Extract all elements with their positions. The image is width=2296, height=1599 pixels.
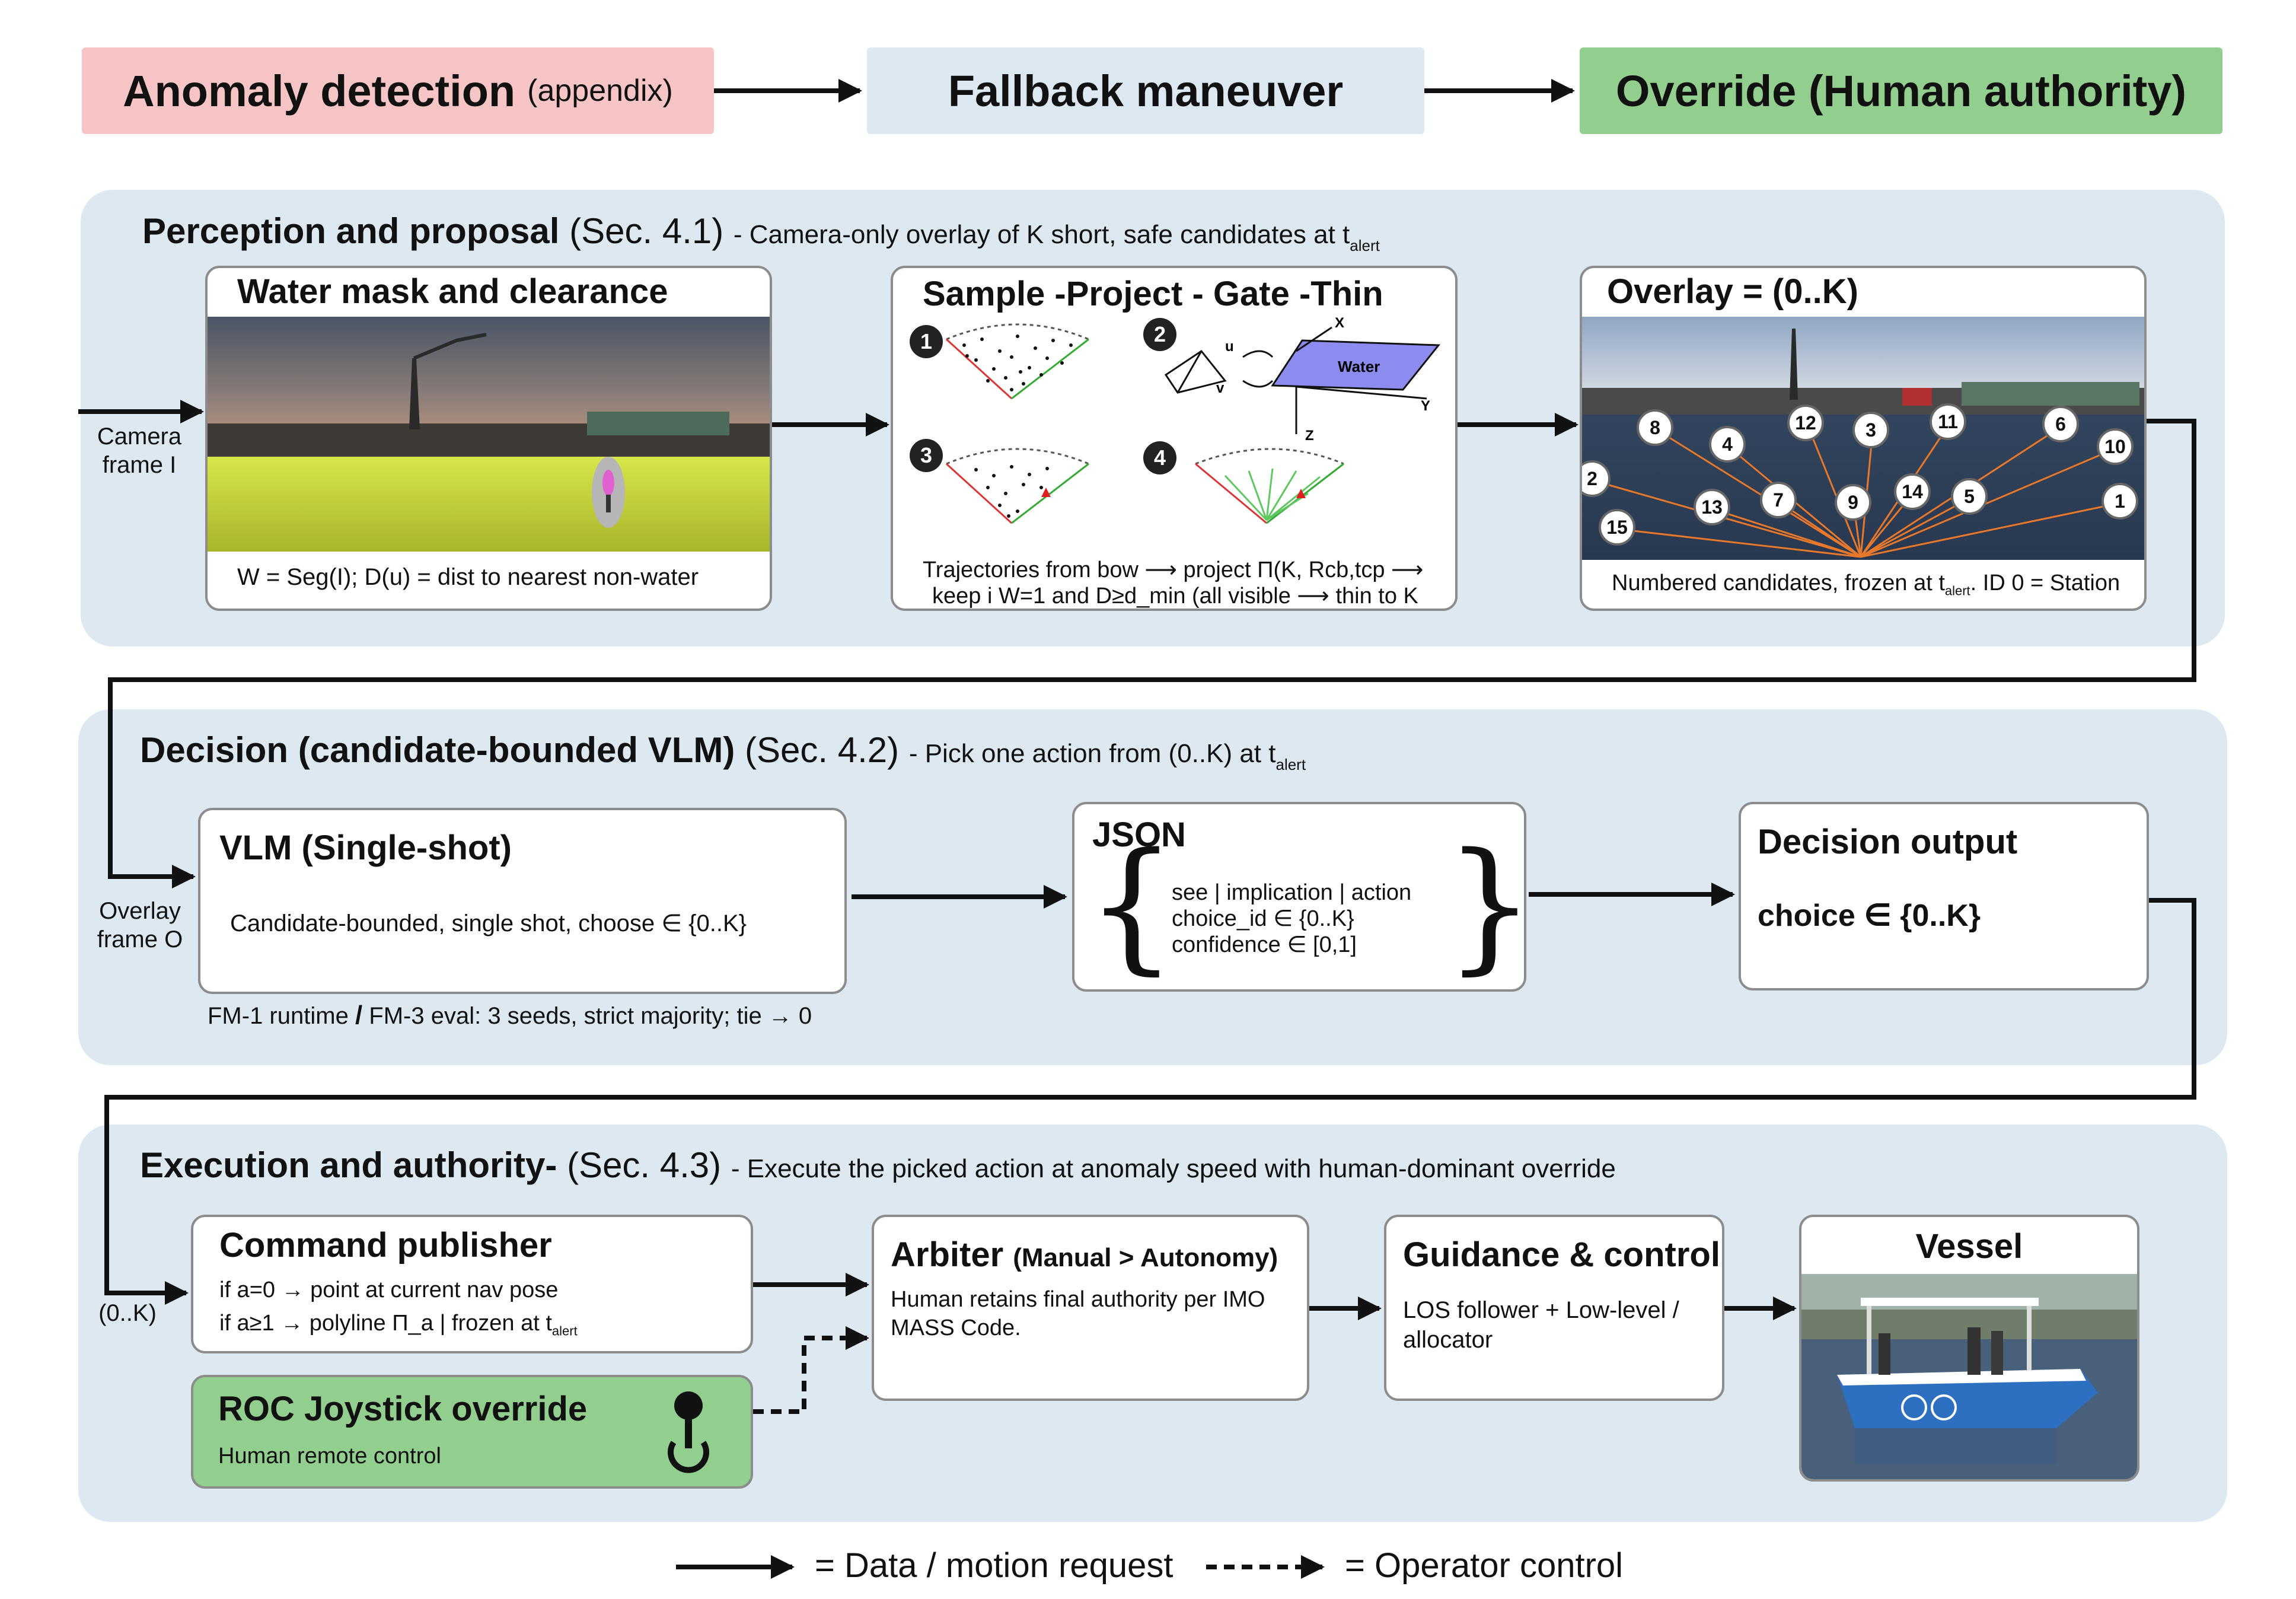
decision-output-text: choice ∈ {0..K} xyxy=(1758,899,1981,933)
override-box: Override (Human authority) xyxy=(1580,47,2222,134)
roc-joystick-text: Human remote control xyxy=(218,1444,441,1469)
candidate-8: 8 xyxy=(1637,409,1673,446)
water-mask-card: Water mask and clearance W = Seg(I); D(u… xyxy=(205,266,772,611)
arbiter-title-note: (Manual > Autonomy) xyxy=(1013,1243,1278,1272)
candidate-12: 12 xyxy=(1787,404,1824,441)
anomaly-detection-note: (appendix) xyxy=(527,74,673,108)
candidate-7: 7 xyxy=(1760,482,1797,518)
arbiter-title: Arbiter (Manual > Autonomy) xyxy=(891,1235,1278,1274)
legend-data: = Data / motion request xyxy=(815,1546,1173,1585)
step-4-badge: 4 xyxy=(1143,441,1176,474)
water-mask-image xyxy=(208,317,770,552)
roc-joystick-card: ROC Joystick override Human remote contr… xyxy=(191,1375,753,1489)
step-1-badge: 1 xyxy=(910,325,943,358)
decision-desc: - Pick one action from (0..K) at t xyxy=(908,739,1276,768)
arbiter-card: Arbiter (Manual > Autonomy) Human retain… xyxy=(872,1215,1309,1401)
candidate-1: 1 xyxy=(2102,483,2138,520)
water-mask-caption: W = Seg(I); D(u) = dist to nearest non-w… xyxy=(237,564,699,590)
vessel-card: Vessel xyxy=(1799,1215,2139,1482)
water-plane-label: Water xyxy=(1338,358,1380,375)
vlm-text: Candidate-bounded, single shot, choose ∈… xyxy=(230,910,747,937)
axis-z-label: Z xyxy=(1305,428,1314,444)
anomaly-detection-box: Anomaly detection (appendix) xyxy=(82,47,714,134)
anomaly-detection-label: Anomaly detection xyxy=(123,66,516,116)
choice-input-label: (0..K) xyxy=(98,1300,157,1326)
perception-desc-sub: alert xyxy=(1350,237,1380,254)
axis-v-label: v xyxy=(1216,380,1224,396)
json-title: JSON xyxy=(1092,816,1186,854)
candidate-6: 6 xyxy=(2042,406,2079,442)
command-publisher-line-2: if a≥1 → polyline Π_a | frozen at talert xyxy=(219,1311,578,1339)
axis-x-label: X xyxy=(1335,316,1344,331)
sampling-fans-diagram: u v Water X Y Z xyxy=(945,316,1441,524)
execution-desc: - Execute the picked action at anomaly s… xyxy=(731,1154,1616,1183)
json-line-3: confidence ∈ [0,1] xyxy=(1172,932,1357,957)
decision-desc-sub: alert xyxy=(1275,756,1306,773)
perception-desc: - Camera-only overlay of K short, safe c… xyxy=(733,220,1350,249)
candidate-11: 11 xyxy=(1930,403,1966,440)
sample-project-title: Sample -Project - Gate -Thin xyxy=(923,275,1383,313)
step-2-badge: 2 xyxy=(1143,318,1176,351)
command-publisher-line-1: if a=0 → point at current nav pose xyxy=(219,1278,559,1302)
sample-caption-1: Trajectories from bow ⟶ project Π(K, Rcb… xyxy=(923,558,1424,582)
decision-output-title: Decision output xyxy=(1758,823,2018,861)
json-close-brace: } xyxy=(1444,822,1526,988)
perception-sec: (Sec. 4.1) xyxy=(569,211,724,251)
command-publisher-title: Command publisher xyxy=(219,1226,552,1264)
fallback-maneuver-label: Fallback maneuver xyxy=(948,66,1344,116)
sample-project-card: Sample -Project - Gate -Thin 1 2 3 4 u v… xyxy=(891,266,1458,611)
roc-joystick-title: ROC Joystick override xyxy=(218,1390,588,1428)
decision-output-card: Decision output choice ∈ {0..K} xyxy=(1739,802,2149,990)
command-publisher-card: Command publisher if a=0 → point at curr… xyxy=(191,1215,753,1353)
vlm-card: VLM (Single-shot) Candidate-bounded, sin… xyxy=(198,808,847,994)
candidate-14: 14 xyxy=(1894,473,1931,510)
joystick-icon xyxy=(668,1391,709,1473)
overlay-title: Overlay = (0..K) xyxy=(1607,272,1858,311)
step-3-badge: 3 xyxy=(910,439,943,472)
camera-frame-label: Camera frame I xyxy=(97,423,182,478)
json-line-2: choice_id ∈ {0..K} xyxy=(1172,906,1354,931)
guidance-title: Guidance & control xyxy=(1403,1235,1720,1274)
execution-title: Execution and authority- (Sec. 4.3) - Ex… xyxy=(140,1145,1616,1185)
candidate-15: 15 xyxy=(1599,509,1635,546)
candidate-2: 2 xyxy=(1582,460,1611,497)
decision-sec: (Sec. 4.2) xyxy=(745,730,900,770)
vessel-title: Vessel xyxy=(1915,1227,2023,1266)
legend-operator: = Operator control xyxy=(1345,1546,1624,1585)
vlm-title: VLM (Single-shot) xyxy=(219,829,512,867)
overlay-frame-label: Overlay frame O xyxy=(97,898,183,953)
arbiter-text: Human retains final authority per IMO MA… xyxy=(891,1287,1265,1340)
json-card: JSON { } see | implication | action choi… xyxy=(1072,802,1526,992)
json-line-1: see | implication | action xyxy=(1172,880,1412,905)
override-label: Override (Human authority) xyxy=(1615,66,2187,116)
fallback-maneuver-box: Fallback maneuver xyxy=(867,47,1424,134)
vessel-photo xyxy=(1801,1274,2137,1479)
perception-title: Perception and proposal (Sec. 4.1) - Cam… xyxy=(142,211,1380,254)
candidate-9: 9 xyxy=(1835,484,1871,521)
json-open-brace: { xyxy=(1086,822,1177,988)
sample-caption-2: keep i W=1 and D≥d_min (all visible ⟶ th… xyxy=(932,584,1418,609)
axis-u-label: u xyxy=(1225,339,1234,355)
runtime-note: FM-1 runtime / FM-3 eval: 3 seeds, stric… xyxy=(208,1001,812,1030)
candidate-13: 13 xyxy=(1694,489,1730,525)
candidate-10: 10 xyxy=(2097,428,2134,465)
execution-sec: (Sec. 4.3) xyxy=(567,1145,722,1185)
overlay-caption: Numbered candidates, frozen at talert. I… xyxy=(1612,571,2120,598)
candidate-5: 5 xyxy=(1951,478,1988,515)
overlay-card: Overlay = (0..K) 8 4 12 3 11 6 xyxy=(1580,266,2147,611)
guidance-text: LOS follower + Low-level / allocator xyxy=(1403,1297,1679,1353)
axis-y-label: Y xyxy=(1421,398,1430,414)
candidate-3: 3 xyxy=(1852,412,1889,448)
candidate-4: 4 xyxy=(1709,426,1746,463)
water-mask-title: Water mask and clearance xyxy=(237,272,668,311)
decision-title: Decision (candidate-bounded VLM) (Sec. 4… xyxy=(140,730,1306,773)
guidance-card: Guidance & control LOS follower + Low-le… xyxy=(1384,1215,1724,1401)
